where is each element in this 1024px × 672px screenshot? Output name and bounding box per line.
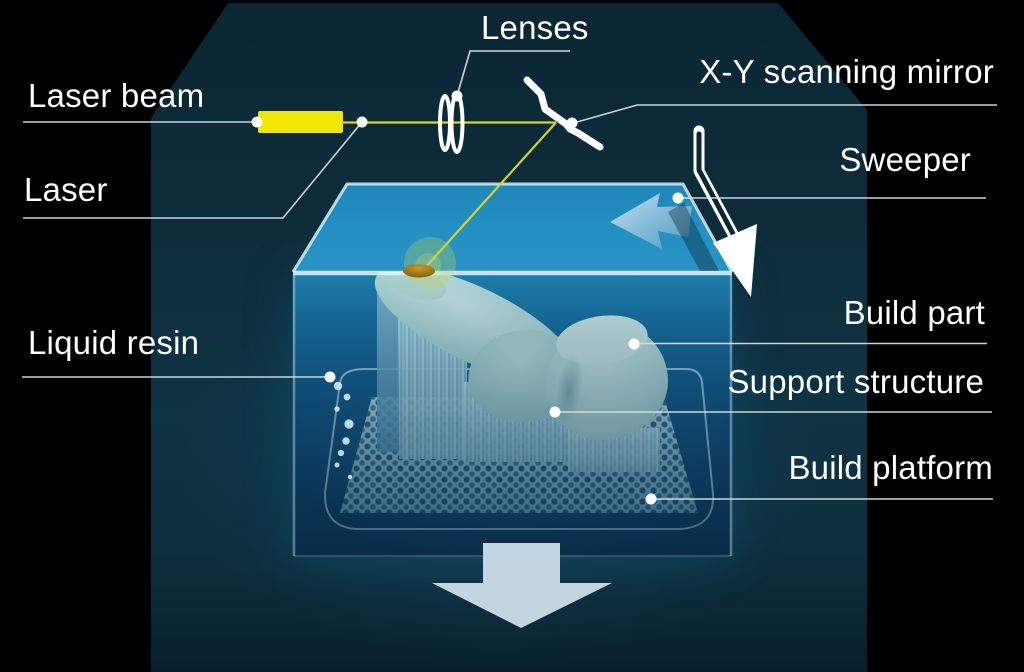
sweep-direction-arrow-icon	[610, 193, 692, 249]
leader-line-xy-mirror	[576, 104, 997, 123]
label-laser: Laser	[24, 171, 108, 208]
laser-spot-icon	[403, 264, 435, 278]
leader-dot-lenses	[451, 90, 463, 102]
leader-dot-laser-beam	[251, 116, 263, 128]
resin-depth-tint	[293, 274, 732, 557]
leader-dot-build-platform	[645, 493, 657, 505]
leader-dot-xy-mirror	[566, 117, 578, 129]
label-build-part: Build part	[843, 294, 985, 331]
platform-descend-arrow-icon	[432, 543, 612, 628]
label-laser-beam: Laser beam	[28, 77, 205, 114]
sweeper-arrow-tip	[713, 224, 757, 297]
leader-dot-liquid-resin	[324, 371, 336, 383]
leader-line-laser	[23, 121, 363, 219]
laser-beam-ray-reflected	[423, 121, 557, 270]
label-build-platform: Build platform	[788, 449, 993, 486]
tank-top-outline	[291, 182, 734, 273]
laser-emitter-icon	[258, 111, 343, 133]
label-liquid-resin: Liquid resin	[28, 324, 200, 361]
leader-dot-sweeper	[672, 192, 684, 204]
xy-scanning-mirror-icon	[523, 76, 604, 151]
label-xy-scanning-mirror: X-Y scanning mirror	[699, 53, 994, 90]
label-sweeper: Sweeper	[839, 141, 971, 178]
label-support-structure: Support structure	[727, 363, 984, 400]
leader-dot-laser	[356, 116, 368, 128]
leader-line-lenses	[456, 50, 570, 97]
sweeper-blade-inner	[696, 131, 742, 248]
sweeper-shadow	[668, 203, 719, 271]
leader-dot-build-part	[628, 338, 640, 350]
resin-bubbles-icon	[333, 381, 354, 480]
label-lenses: Lenses	[481, 9, 589, 46]
sweeper-blade-icon	[693, 125, 747, 255]
leader-dot-support-structure	[549, 406, 561, 418]
